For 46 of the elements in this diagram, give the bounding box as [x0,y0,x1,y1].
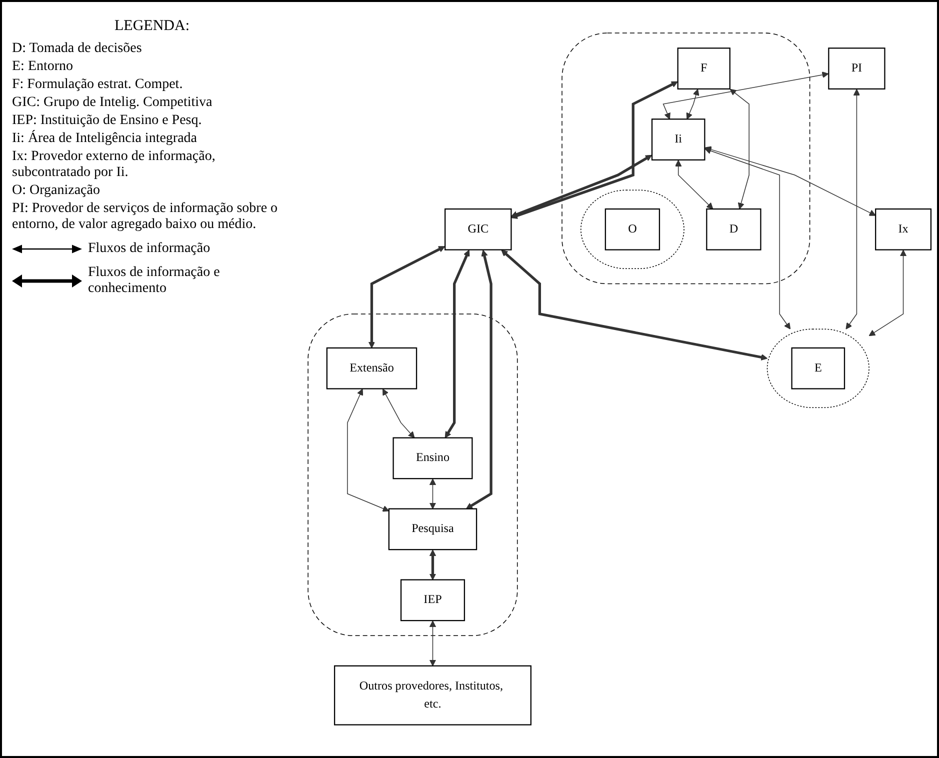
legend-definition: F: Formulação estrat. Compet. [12,77,184,93]
legend-definition: E: Entorno [12,59,74,75]
node-box [651,118,706,161]
legend-text: Fluxos de informação e conhecimento [88,265,221,297]
legend-definition: PI: Provedor de serviços de informação sobre o entorno, de valor agregado baixo ou médio. [12,201,279,233]
node-box [875,208,932,250]
arrow [510,82,678,220]
node-box [828,48,886,90]
arrow [429,478,436,510]
arrow [501,250,768,361]
arrow [347,388,390,512]
node-box [326,347,418,390]
legend-definition: IEP: Instituição de Ensino e Pesq. [12,113,203,129]
arrow [510,154,652,218]
legend-definition: Ix: Provedor externo de informação, subcontratado por Ii. [12,149,216,181]
legend-definition: Ii: Área de Inteligência integrada [12,131,198,147]
arrow [466,250,492,510]
node-box [791,347,846,390]
arrow [429,620,436,666]
node-box [444,208,512,250]
arrow [429,550,436,580]
arrow [368,246,446,348]
legend-definition: D: Tomada de decisões [12,41,143,57]
arrow [868,250,907,336]
node-box [400,579,466,622]
arrow [662,72,829,120]
node-box [392,437,473,480]
node-box [334,665,532,726]
cluster [562,32,810,284]
arrow [704,146,876,216]
arrow [704,148,791,330]
arrow [444,250,470,438]
node-box [388,508,478,550]
diagram-drawing: E O F Ii D PI GIC Ix Extensão Ensino Pesquisa IEP Outros provedores, Institutos, etc. [302,27,937,731]
legend-definition: GIC: Grupo de Intelig. Competitiva [12,95,214,111]
arrow [846,89,860,330]
node-box [706,208,762,250]
legend-text: Fluxos de informação [88,241,210,257]
arrow [382,388,415,438]
arrow [730,88,750,210]
node-box [677,48,730,90]
node-box [604,208,660,250]
arrow [675,160,714,210]
legend-heading: LEGENDA: [114,18,190,35]
legend-definition: O: Organização [12,183,101,199]
arrow [686,89,700,120]
